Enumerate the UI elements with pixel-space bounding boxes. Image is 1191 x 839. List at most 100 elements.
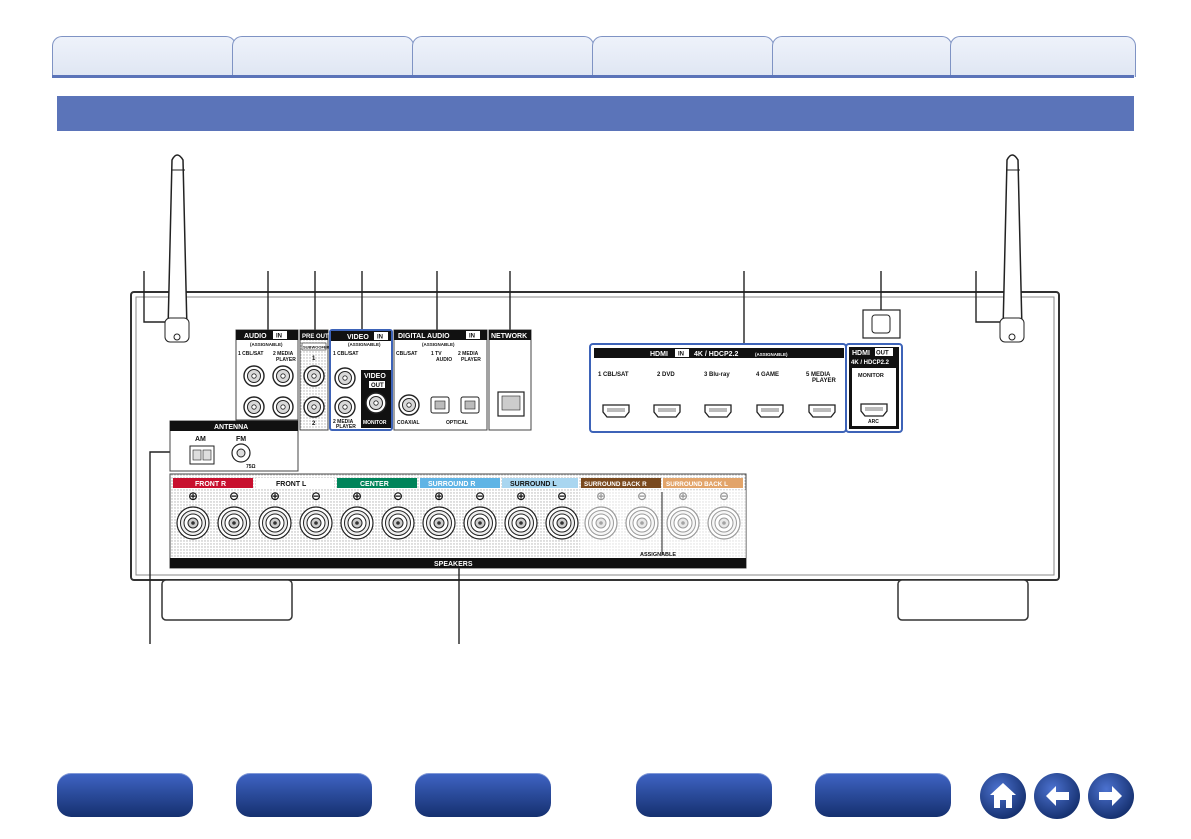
svg-text:OPTICAL: OPTICAL <box>446 420 468 426</box>
hdmi-out-section: HDMI OUT 4K / HDCP2.2 MONITOR ARC <box>845 343 903 433</box>
svg-text:3 Blu-ray: 3 Blu-ray <box>704 372 730 378</box>
svg-text:IN: IN <box>678 352 684 358</box>
back-button[interactable] <box>1034 773 1080 819</box>
svg-text:FRONT L: FRONT L <box>276 481 307 488</box>
svg-text:AUDIO: AUDIO <box>436 357 452 363</box>
svg-text:VIDEO: VIDEO <box>364 373 386 380</box>
svg-text:2 DVD: 2 DVD <box>657 372 675 378</box>
svg-text:AUDIO: AUDIO <box>244 333 267 340</box>
callout-lines <box>143 271 1000 644</box>
svg-text:FRONT R: FRONT R <box>195 481 226 488</box>
svg-text:HDMI: HDMI <box>852 350 870 357</box>
forward-button[interactable] <box>1088 773 1134 819</box>
svg-text:OUT: OUT <box>876 351 889 357</box>
svg-text:CENTER: CENTER <box>360 481 389 488</box>
wireless-antenna-left <box>164 154 190 343</box>
svg-text:IN: IN <box>377 335 383 341</box>
svg-text:DIGITAL AUDIO: DIGITAL AUDIO <box>398 333 450 340</box>
audio-in-section: AUDIO IN (ASSIGNABLE) 1 CBL/SAT 2 MEDIA … <box>235 329 299 421</box>
svg-text:⊖: ⊖ <box>311 489 321 503</box>
svg-text:1 CBL/SAT: 1 CBL/SAT <box>598 372 629 378</box>
svg-text:HDMI: HDMI <box>650 351 668 358</box>
tab-settings[interactable] <box>592 36 774 77</box>
nav-button-3[interactable] <box>415 773 551 817</box>
tab-appendix[interactable] <box>950 36 1136 77</box>
nav-button-2[interactable] <box>236 773 372 817</box>
tab-contents[interactable] <box>52 36 236 77</box>
svg-text:(ASSIGNABLE): (ASSIGNABLE) <box>422 342 455 347</box>
svg-text:⊖: ⊖ <box>393 489 403 503</box>
svg-text:SURROUND L: SURROUND L <box>510 481 557 488</box>
svg-text:COAXIAL: COAXIAL <box>397 420 420 426</box>
svg-text:1 CBL/SAT: 1 CBL/SAT <box>238 351 263 357</box>
pre-out-section: PRE OUT SUBWOOFER 1 2 <box>299 329 330 431</box>
antenna-section: ANTENNA AM FM 75Ω <box>169 420 299 472</box>
svg-text:NETWORK: NETWORK <box>491 333 527 340</box>
svg-text:VIDEO: VIDEO <box>347 334 369 341</box>
svg-text:1 CBL/SAT: 1 CBL/SAT <box>333 351 358 357</box>
svg-text:MONITOR: MONITOR <box>858 373 884 379</box>
svg-text:PLAYER: PLAYER <box>461 357 481 363</box>
svg-text:OUT: OUT <box>371 383 384 389</box>
tab-tips[interactable] <box>772 36 952 77</box>
svg-text:4 GAME: 4 GAME <box>756 372 779 378</box>
svg-text:SPEAKERS: SPEAKERS <box>434 561 473 568</box>
svg-text:SURROUND BACK R: SURROUND BACK R <box>584 481 647 488</box>
svg-text:IN: IN <box>469 334 475 340</box>
tab-connections[interactable] <box>232 36 414 77</box>
svg-text:(ASSIGNABLE): (ASSIGNABLE) <box>250 342 283 347</box>
svg-text:(ASSIGNABLE): (ASSIGNABLE) <box>755 352 788 357</box>
svg-text:(ASSIGNABLE): (ASSIGNABLE) <box>348 342 381 347</box>
hdmi-in-section: HDMI IN 4K / HDCP2.2 (ASSIGNABLE) 1 CBL/… <box>589 343 847 433</box>
svg-text:4K / HDCP2.2: 4K / HDCP2.2 <box>694 351 738 358</box>
nav-button-5[interactable] <box>815 773 951 817</box>
svg-text:⊖: ⊖ <box>475 489 485 503</box>
svg-text:ASSIGNABLE: ASSIGNABLE <box>640 552 676 558</box>
svg-text:1 TV: 1 TV <box>431 351 442 357</box>
svg-text:AM: AM <box>195 436 206 443</box>
wireless-antenna-right <box>999 154 1025 343</box>
svg-text:PRE OUT: PRE OUT <box>302 334 329 340</box>
svg-text:MONITOR: MONITOR <box>363 420 387 426</box>
home-icon <box>990 783 1016 808</box>
svg-text:ANTENNA: ANTENNA <box>214 424 248 431</box>
svg-text:SURROUND R: SURROUND R <box>428 481 475 488</box>
speakers-section: FRONT R FRONT L CENTER SURROUND R SURROU… <box>169 473 747 569</box>
svg-text:PLAYER: PLAYER <box>812 378 836 384</box>
tab-underline <box>52 75 1134 78</box>
ac-inlet <box>862 309 901 339</box>
svg-text:CBL/SAT: CBL/SAT <box>396 351 417 357</box>
svg-text:SURROUND BACK L: SURROUND BACK L <box>666 481 728 488</box>
svg-text:FM: FM <box>236 436 246 443</box>
svg-text:5 MEDIA: 5 MEDIA <box>806 372 831 378</box>
svg-text:75Ω: 75Ω <box>246 464 256 470</box>
svg-text:⊖: ⊖ <box>229 489 239 503</box>
nav-button-1[interactable] <box>57 773 193 817</box>
svg-text:2 MEDIA: 2 MEDIA <box>333 419 354 425</box>
video-in-section: VIDEO IN (ASSIGNABLE) 1 CBL/SAT 2 MEDIA … <box>329 329 393 431</box>
svg-text:⊕: ⊕ <box>434 489 444 503</box>
svg-text:⊕: ⊕ <box>188 489 198 503</box>
tab-playback[interactable] <box>412 36 594 77</box>
top-tab-bar <box>0 0 1191 80</box>
digital-audio-in-section: DIGITAL AUDIO IN (ASSIGNABLE) CBL/SAT 1 … <box>393 329 488 431</box>
svg-text:PLAYER: PLAYER <box>336 424 356 430</box>
svg-text:SUBWOOFER: SUBWOOFER <box>303 345 330 350</box>
svg-text:2 MEDIA: 2 MEDIA <box>458 351 479 357</box>
svg-text:PLAYER: PLAYER <box>276 357 296 363</box>
svg-text:4K / HDCP2.2: 4K / HDCP2.2 <box>851 360 890 366</box>
arrow-left-icon <box>1046 786 1069 806</box>
arrow-right-icon <box>1099 786 1122 806</box>
svg-text:⊕: ⊕ <box>352 489 362 503</box>
svg-text:⊖: ⊖ <box>557 489 567 503</box>
svg-text:⊕: ⊕ <box>516 489 526 503</box>
network-section: NETWORK <box>488 329 532 431</box>
rear-panel-diagram: AUDIO IN (ASSIGNABLE) 1 CBL/SAT 2 MEDIA … <box>130 154 1060 644</box>
nav-button-4[interactable] <box>636 773 772 817</box>
section-title-bar <box>57 96 1134 131</box>
home-button[interactable] <box>980 773 1026 819</box>
svg-text:⊕: ⊕ <box>270 489 280 503</box>
svg-text:2 MEDIA: 2 MEDIA <box>273 351 294 357</box>
svg-text:IN: IN <box>276 334 282 340</box>
svg-text:1: 1 <box>312 356 316 362</box>
